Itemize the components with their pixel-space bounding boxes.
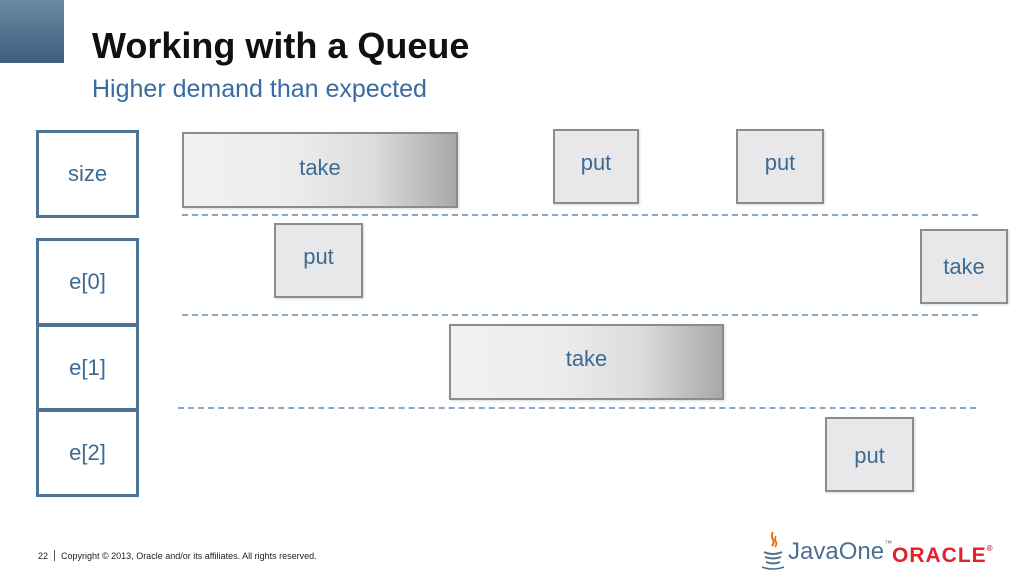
operation-take-e0: take	[920, 229, 1008, 304]
page-number: 22	[38, 550, 49, 561]
operation-put-e2: put	[825, 417, 914, 492]
slide-title: Working with a Queue	[92, 25, 470, 66]
queue-cell-e2: e[2]	[36, 409, 139, 497]
footer-divider	[54, 550, 56, 561]
corner-accent	[0, 0, 64, 63]
operation-put-size: put	[553, 129, 639, 204]
operation-label: take	[943, 253, 985, 279]
queue-cell-e0-label: e[0]	[69, 269, 106, 294]
lane-divider	[178, 407, 976, 409]
lane-divider	[182, 214, 978, 216]
java-cup-icon	[761, 531, 785, 570]
operation-label: put	[303, 243, 334, 269]
operation-take-size: take	[182, 132, 458, 208]
queue-cell-size: size	[36, 130, 139, 218]
operation-label: put	[580, 149, 612, 175]
queue-cell-size-label: size	[67, 161, 108, 186]
queue-cell-e1: e[1]	[36, 324, 139, 411]
javaone-wordmark: JavaOne™	[788, 538, 893, 565]
operation-put-e0: put	[274, 223, 363, 298]
javaone-logo: JavaOne™	[760, 526, 892, 570]
operation-label: put	[764, 149, 796, 175]
oracle-logo: ORACLE®	[892, 544, 994, 567]
operation-label: take	[299, 155, 341, 180]
operation-label: take	[565, 346, 608, 371]
queue-cell-e2-label: e[2]	[69, 440, 106, 465]
slide-footer: 22 Copyright © 2013, Oracle and/or its a…	[38, 550, 317, 561]
queue-cell-e0: e[0]	[36, 238, 139, 326]
operation-take-e1: take	[449, 324, 724, 400]
operation-put-size: put	[736, 129, 824, 204]
copyright-text: Copyright © 2013, Oracle and/or its affi…	[61, 550, 317, 561]
operation-label: put	[854, 442, 885, 468]
queue-cell-e1-label: e[1]	[69, 354, 106, 380]
slide-subtitle: Higher demand than expected	[92, 75, 427, 103]
lane-divider	[182, 314, 978, 316]
